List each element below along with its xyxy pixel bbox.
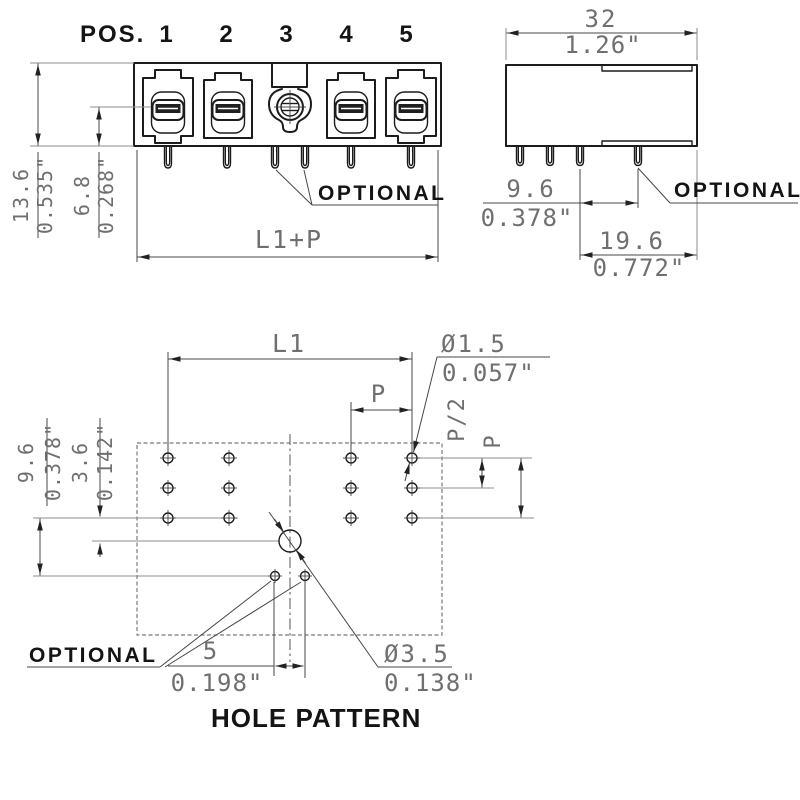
dim-value-mm: 3.6: [68, 441, 92, 483]
dim-value-mm: 13.6: [9, 167, 33, 223]
cavity-5: [385, 69, 437, 144]
dim-value-mm: 6.8: [70, 174, 94, 216]
hole: [404, 510, 420, 526]
cavity-4: [326, 72, 376, 139]
hole: [404, 450, 420, 466]
screw-cavity: [268, 88, 312, 133]
dim-side-width: 32 1.26": [505, 5, 698, 60]
pos-number-5: 5: [399, 21, 412, 48]
side-optional-callout: OPTIONAL: [637, 167, 800, 204]
pin: [515, 146, 525, 167]
hole: [343, 510, 359, 526]
optional-label: OPTIONAL: [29, 644, 158, 667]
dim-value-inch: 0.772": [593, 254, 686, 282]
pos-label: POS.: [80, 21, 145, 48]
pin: [406, 146, 416, 169]
pos-number-2: 2: [219, 21, 232, 48]
position-row: POS. 1 2 3 4 5: [80, 21, 413, 48]
hole: [343, 480, 359, 496]
pin: [222, 146, 232, 169]
dim-label: P: [371, 380, 387, 408]
dim-value-mm: Ø3.5: [384, 640, 450, 668]
dim-hp-l1: L1: [167, 329, 413, 452]
front-body: [133, 62, 442, 147]
side-view: 32 1.26" 9.6 0.378": [481, 5, 800, 282]
pos-number-3: 3: [279, 21, 292, 48]
dim-value-mm: 9.6: [14, 441, 38, 483]
pos-number-4: 4: [339, 21, 353, 48]
dim-value-inch: 0.057": [442, 359, 535, 387]
optional-label: OPTIONAL: [674, 179, 800, 202]
extension-lines: [33, 457, 534, 577]
pos-number-1: 1: [159, 21, 172, 48]
pin-optional: [300, 146, 310, 169]
side-body: [505, 64, 698, 147]
dim-hp-p-vertical: P: [481, 433, 524, 518]
dim-hp-p-half: P/2: [445, 396, 485, 488]
dim-value-mm: 5: [203, 637, 219, 665]
hole-pattern-view: L1 P Ø1.5 0.057" P/2: [14, 329, 550, 733]
cavity-2: [203, 72, 253, 139]
dim-value-inch: 0.535": [33, 156, 57, 234]
optional-label: OPTIONAL: [318, 182, 447, 205]
dim-value-mm: 9.6: [506, 175, 555, 203]
side-body-steps: [601, 65, 693, 146]
side-pins: [515, 146, 643, 167]
fixing-hole: [278, 529, 302, 553]
pin-optional: [270, 146, 280, 169]
hole: [160, 450, 176, 466]
dim-hp-row: 9.6 0.378": [14, 418, 65, 576]
hole-pattern-title: HOLE PATTERN: [211, 703, 421, 733]
pin-optional: [633, 146, 643, 167]
pin: [163, 146, 173, 169]
dim-label: P/2: [445, 396, 470, 442]
front-view: POS. 1 2 3 4 5: [9, 21, 447, 262]
front-optional-callout: OPTIONAL: [275, 169, 447, 206]
hole: [221, 480, 237, 496]
hole: [221, 510, 237, 526]
dim-front-height: 13.6 0.535": [9, 62, 134, 238]
flange-notch: [271, 63, 308, 88]
dim-value-inch: 0.138": [384, 669, 477, 697]
dim-hp-center: 3.6 0.142": [68, 418, 117, 557]
callout-big-hole: Ø3.5 0.138": [268, 511, 477, 697]
pin: [575, 146, 585, 167]
dim-label: L1+P: [255, 225, 323, 254]
dim-side-pin: 9.6 0.378": [481, 169, 639, 260]
pin: [545, 146, 555, 167]
callout-small-hole: Ø1.5 0.057": [404, 330, 550, 482]
dim-value-inch: 0.268": [94, 156, 118, 234]
cavity-3-screw: [268, 63, 312, 133]
dim-value-inch: 0.198": [171, 669, 264, 697]
pin: [346, 146, 356, 169]
dim-value-inch: 0.378": [41, 423, 65, 501]
dim-front-slot: 6.8 0.268": [70, 106, 151, 238]
dim-front-length: L1+P: [136, 150, 439, 262]
dim-value-inch: 1.26": [564, 31, 641, 59]
hole: [160, 480, 176, 496]
pin-holes: [160, 450, 420, 526]
front-pins: [163, 146, 416, 169]
dim-hp-p-horizontal: P: [350, 380, 412, 452]
dim-label: L1: [272, 329, 306, 358]
hole-optional: [268, 569, 282, 583]
dim-value-mm: Ø1.5: [441, 330, 507, 358]
dim-value-inch: 0.378": [481, 204, 574, 232]
hole: [343, 450, 359, 466]
dim-value-mm: 19.6: [599, 227, 665, 255]
hole: [404, 480, 420, 496]
cavity-1: [142, 69, 194, 144]
dim-hp-opt-spacing: 5 0.198": [168, 582, 306, 697]
hole: [221, 450, 237, 466]
dim-label: P: [481, 433, 506, 448]
hole: [160, 510, 176, 526]
hole-optional: [298, 569, 312, 583]
optional-holes: [268, 569, 312, 583]
dim-side-offset: 19.6 0.772": [580, 150, 698, 282]
dim-value-mm: 32: [585, 5, 618, 33]
hp-optional-callout: OPTIONAL: [27, 580, 302, 668]
dim-value-inch: 0.142": [93, 423, 117, 501]
